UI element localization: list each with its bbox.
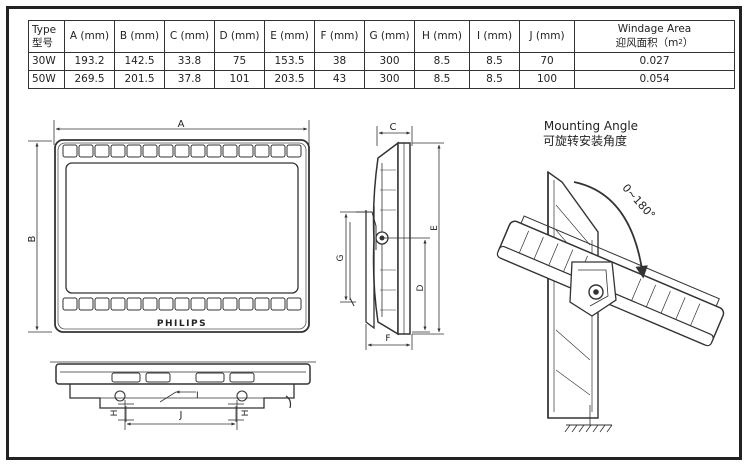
header-b: B (mm) (114, 20, 165, 53)
mounting-angle-view: Mounting Angle 可旋转安装角度 0~180° (496, 119, 725, 433)
label-f: F (385, 334, 390, 344)
label-g: G (336, 254, 346, 261)
label-d: D (416, 284, 426, 291)
bottom-view: I J H H (50, 361, 316, 430)
label-j: J (179, 410, 183, 421)
dimension-e: E (412, 142, 444, 335)
dimension-h-right: H (228, 403, 251, 422)
side-view: C G E D (336, 122, 444, 350)
lamp-inner-rim (57, 142, 307, 330)
table-row: 50W 269.5 201.5 37.8 101 203.5 43 300 8.… (28, 70, 735, 89)
label-a: A (178, 119, 185, 130)
label-h-left: H (110, 410, 120, 417)
mounting-title: Mounting Angle (544, 119, 638, 133)
header-d: D (mm) (214, 20, 265, 53)
dimension-i: I (159, 390, 199, 403)
dimension-a: A (53, 119, 310, 145)
header-f: F (mm) (314, 20, 365, 53)
dimension-d: D (384, 237, 430, 333)
header-a: A (mm) (64, 20, 115, 53)
label-i: I (196, 391, 199, 401)
label-b: B (27, 235, 38, 242)
label-e: E (430, 225, 440, 231)
side-bracket (365, 206, 375, 330)
label-c: C (390, 122, 397, 133)
dimension-g: G (336, 211, 362, 303)
bottom-fins (62, 297, 302, 311)
dimension-j: J (124, 400, 238, 430)
dimension-c: C (376, 122, 413, 146)
header-h: H (mm) (414, 20, 470, 53)
lamp-body (54, 139, 310, 333)
dimension-f: F (365, 324, 413, 350)
mounting-title-cn: 可旋转安装角度 (543, 133, 627, 148)
front-view: A B (27, 119, 310, 333)
ground-hatch (564, 405, 613, 433)
dimension-b: B (27, 140, 52, 333)
angle-range-label: 0~180° (619, 181, 657, 221)
lens-window (65, 162, 299, 294)
rotation-arc (573, 181, 648, 279)
table-row: 30W 193.2 142.5 33.8 75 153.5 38 300 8.5… (28, 52, 735, 71)
header-j: J (mm) (519, 20, 575, 53)
brand-logo: PHILIPS (157, 319, 207, 329)
dimension-h-left: H (110, 403, 134, 422)
drawing-border (6, 6, 742, 460)
top-fins (62, 144, 302, 158)
bottom-body (55, 363, 311, 385)
label-h-right: H (241, 410, 251, 417)
header-i: I (mm) (469, 20, 520, 53)
